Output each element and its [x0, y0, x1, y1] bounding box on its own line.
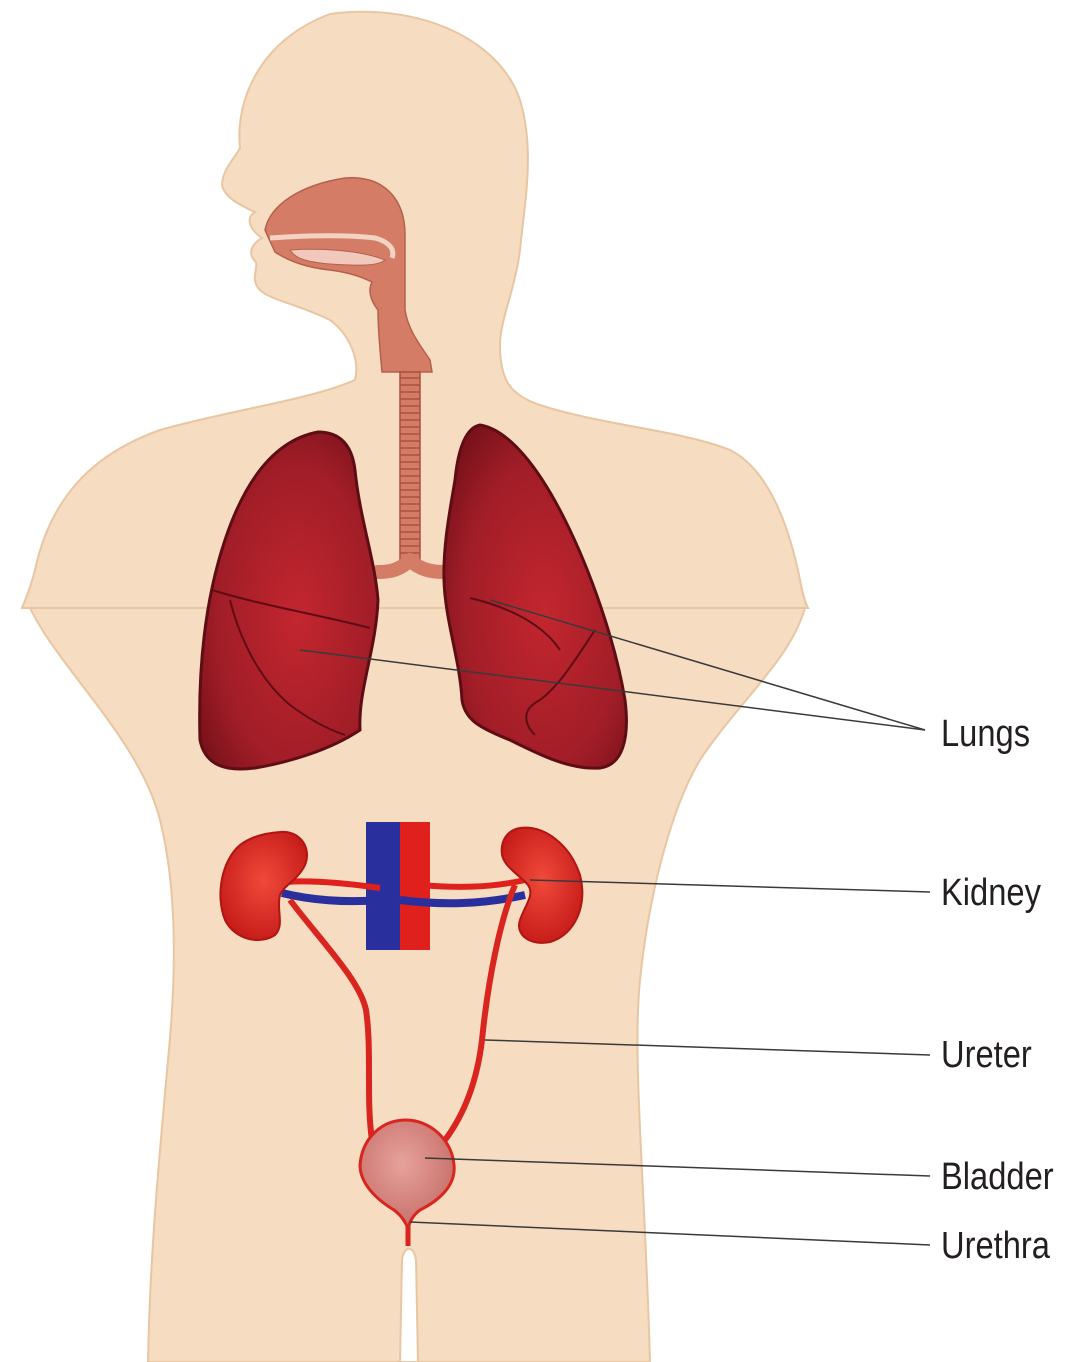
lungs-label: Lungs: [941, 715, 1030, 753]
bladder-label: Bladder: [941, 1158, 1054, 1196]
torso: [30, 608, 805, 1362]
leg-gap: [400, 1249, 418, 1362]
urethra-label: Urethra: [941, 1227, 1050, 1265]
kidney-label: Kidney: [941, 874, 1041, 912]
ureter-label: Ureter: [941, 1036, 1032, 1074]
